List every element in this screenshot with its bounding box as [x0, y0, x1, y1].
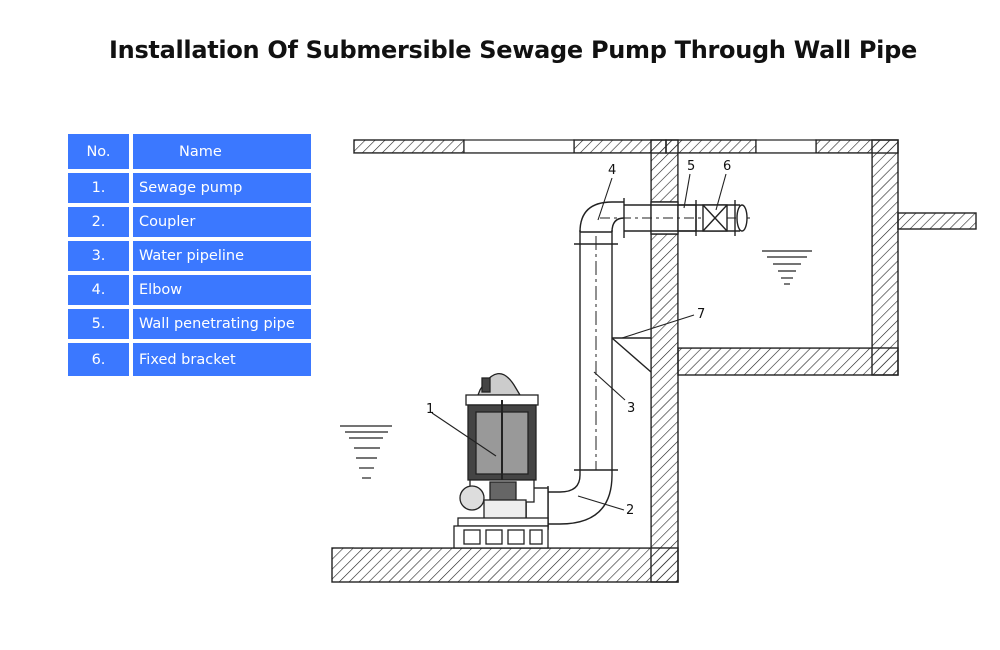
- legend-row-no: 5.: [68, 309, 129, 339]
- water-level-right: [762, 250, 812, 285]
- water-level-left: [340, 425, 392, 479]
- legend-row: 1. Sewage pump: [68, 173, 311, 203]
- legend-row: 2. Coupler: [68, 207, 311, 237]
- legend-row-no: 3.: [68, 241, 129, 271]
- legend-row-name: Coupler: [133, 207, 311, 237]
- callout-label-1: 1: [426, 402, 434, 417]
- legend-header-row: No. Name: [68, 134, 311, 169]
- legend-row: 4. Elbow: [68, 275, 311, 305]
- slab-openings: [463, 139, 817, 154]
- legend-header-name: Name: [133, 134, 311, 169]
- legend-row: 5. Wall penetrating pipe: [68, 309, 311, 339]
- horizontal-pipe: [600, 200, 750, 236]
- legend-row-name: Fixed bracket: [133, 343, 311, 376]
- legend-row-no: 2.: [68, 207, 129, 237]
- callout-label-5: 5: [687, 159, 695, 174]
- legend-row: 6. Fixed bracket: [68, 343, 311, 376]
- parts-legend-table: No. Name 1. Sewage pump 2. Coupler 3. Wa…: [68, 134, 311, 380]
- legend-header-no: No.: [68, 134, 129, 169]
- concrete-walls: [331, 139, 977, 583]
- legend-row-name: Sewage pump: [133, 173, 311, 203]
- legend-row-no: 6.: [68, 343, 129, 376]
- fixed-bracket: [611, 337, 652, 373]
- callout-label-7: 7: [697, 307, 705, 322]
- callout-label-6: 6: [723, 159, 731, 174]
- water-pipeline: [574, 230, 618, 475]
- callout-label-3: 3: [627, 401, 635, 416]
- legend-row-name: Wall penetrating pipe: [133, 309, 311, 339]
- legend-row: 3. Water pipeline: [68, 241, 311, 271]
- callout-label-4: 4: [608, 163, 616, 178]
- page-title: Installation Of Submersible Sewage Pump …: [109, 36, 917, 64]
- legend-row-no: 4.: [68, 275, 129, 305]
- sewage-pump: [453, 373, 549, 549]
- callout-label-2: 2: [626, 503, 634, 518]
- legend-row-name: Elbow: [133, 275, 311, 305]
- legend-row-no: 1.: [68, 173, 129, 203]
- legend-row-name: Water pipeline: [133, 241, 311, 271]
- callout-leaders: [431, 173, 727, 511]
